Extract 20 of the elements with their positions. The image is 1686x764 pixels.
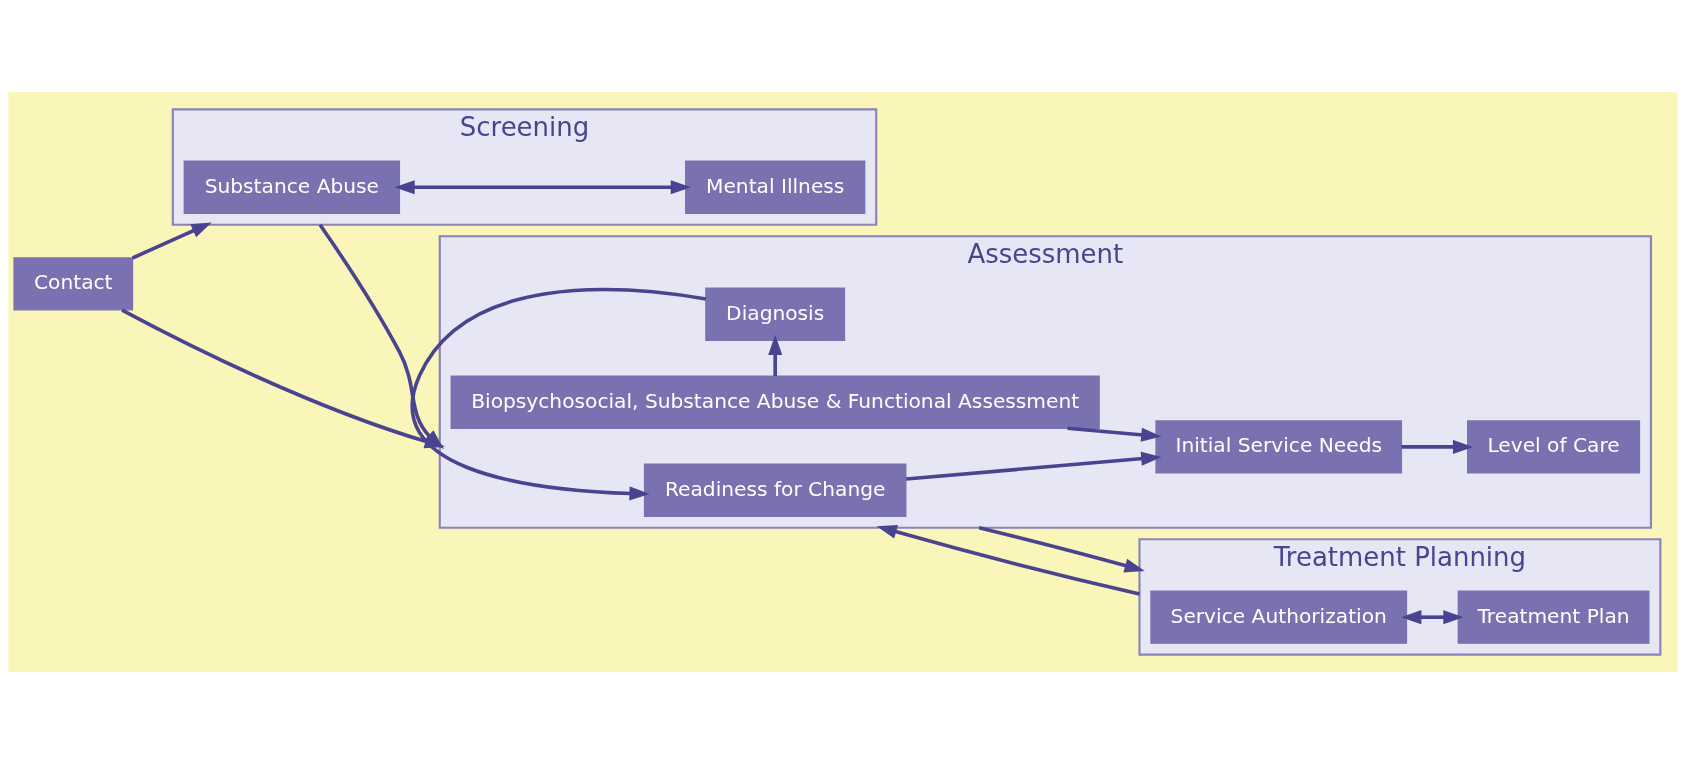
arrow [1067, 426, 1162, 442]
node-box: Substance Abuse [183, 160, 401, 214]
arrow [876, 524, 1140, 596]
arrow [1401, 610, 1464, 625]
arrow [1401, 439, 1474, 454]
arrow [394, 180, 691, 195]
node-box: Service Authorization [1150, 590, 1408, 644]
node-box: Mental Illness [685, 160, 866, 214]
arrow [768, 334, 783, 377]
arrow [978, 525, 1145, 573]
node-box: Diagnosis [705, 287, 846, 341]
arrow [131, 222, 212, 260]
node-box: Biopsychosocial, Substance Abuse & Functional Assessment [450, 375, 1100, 429]
node-box: Initial Service Needs [1155, 420, 1403, 474]
node-box: Readiness for Change [643, 463, 907, 517]
arrow [411, 287, 707, 501]
node-box: Level of Care [1467, 420, 1641, 474]
node-box: Treatment Plan [1457, 590, 1650, 644]
node-box: Contact [13, 257, 134, 311]
arrow [906, 451, 1162, 481]
